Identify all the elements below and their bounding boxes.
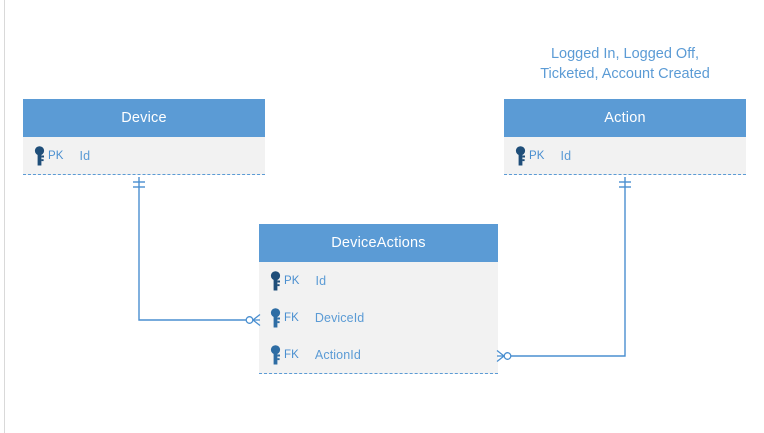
entity-deviceactions[interactable]: DeviceActions PK Id [259,224,498,374]
field-row[interactable]: FK ActionId [259,336,498,373]
field-key-type: FK [284,348,299,361]
entity-action-title: Action [504,99,746,137]
entity-deviceactions-title: DeviceActions [259,224,498,262]
field-key-type: FK [284,311,299,324]
key-icon [270,307,283,328]
field-row[interactable]: PK Id [259,262,498,299]
entity-action-fields: PK Id [504,137,746,175]
entity-device-fields: PK Id [23,137,265,175]
annotation-line-1: Logged In, Logged Off, [550,46,700,62]
field-key-type: PK [529,149,545,162]
entity-device-title: Device [23,99,265,137]
field-row[interactable]: PK Id [23,137,265,174]
entity-deviceactions-fields: PK Id FK DeviceId [259,262,498,374]
field-row[interactable]: FK DeviceId [259,299,498,336]
entity-action[interactable]: Action PK Id [504,99,746,175]
key-icon [34,145,47,166]
field-row[interactable]: PK Id [504,137,746,174]
page-edge-line [4,0,5,433]
key-icon [515,145,528,166]
field-key-type: PK [48,149,64,162]
field-name: Id [315,273,327,288]
field-name: Id [79,148,91,163]
field-name: ActionId [314,347,361,362]
field-name: DeviceId [314,310,365,325]
entity-device[interactable]: Device PK Id [23,99,265,175]
annotation-line-2: Ticketed, Account Created [540,66,710,82]
annotation-action-values: Logged In, Logged Off, Ticketed, Account… [509,44,741,84]
key-icon [270,344,283,365]
field-name: Id [560,148,572,163]
field-key-type: PK [284,274,300,287]
key-icon [270,270,283,291]
